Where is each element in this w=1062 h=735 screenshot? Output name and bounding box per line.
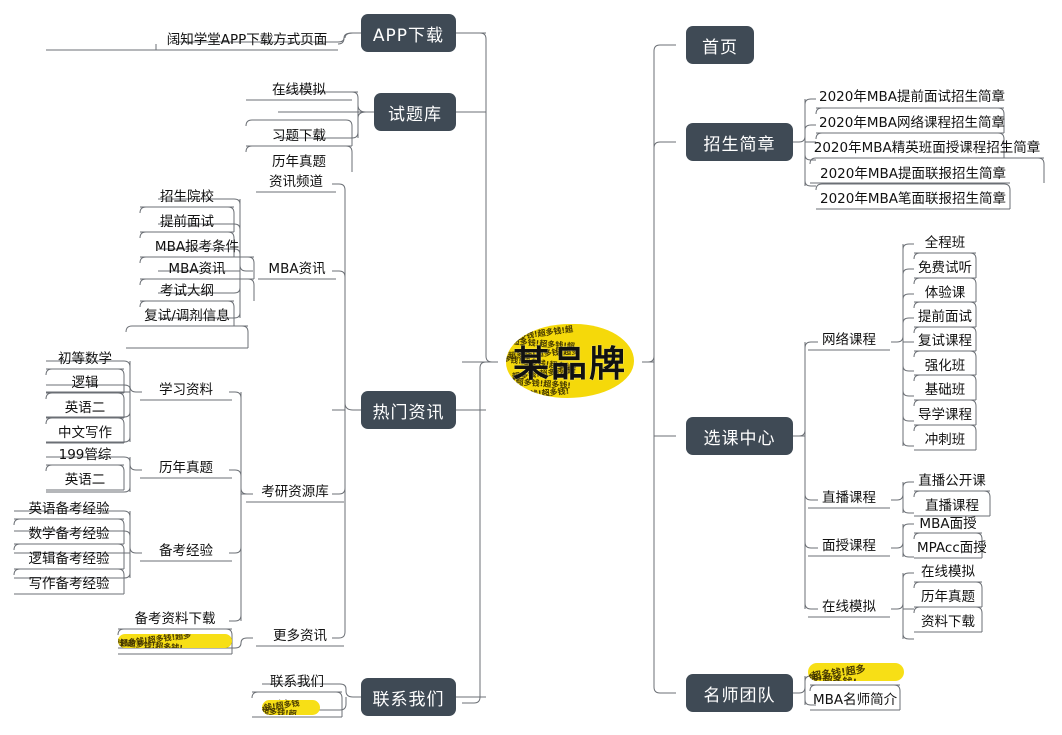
leaf-live-open-class[interactable]: 直播公开课 bbox=[918, 473, 986, 489]
leaf-mba-teacher-intro[interactable]: MBA名师简介 bbox=[813, 692, 898, 708]
leaf-teacher-obscured[interactable]: 超多钱!超多 钱!超多钱! bbox=[808, 663, 904, 681]
leaf-about-us-obscured[interactable]: 钱!超多钱 超多钱!超 bbox=[262, 700, 320, 715]
leaf-guide-joint-pre[interactable]: 2020年MBA提面联报招生简章 bbox=[819, 166, 1006, 182]
branch-news-channel[interactable]: 资讯频道 bbox=[269, 174, 323, 190]
node-home[interactable]: 首页 bbox=[686, 26, 754, 64]
leaf-guide-elite-class[interactable]: 2020年MBA精英班面授课程招生简章 bbox=[813, 140, 1041, 156]
leaf-logic[interactable]: 逻辑 bbox=[71, 375, 99, 391]
center-node[interactable]: 超多钱!超多钱!超 钱!超多钱!超多钱!超 超多钱!超多钱!超多 多钱!超多钱!… bbox=[498, 318, 642, 404]
leaf-exam-syllabus[interactable]: 考试大纲 bbox=[160, 283, 214, 299]
branch-offline-course[interactable]: 面授课程 bbox=[822, 538, 876, 554]
leaf-prep-material-download[interactable]: 备考资料下载 bbox=[134, 611, 216, 627]
branch-more-news[interactable]: 更多资讯 bbox=[273, 628, 327, 644]
leaf-admission-schools[interactable]: 招生院校 bbox=[160, 189, 214, 205]
leaf-guide-online-course[interactable]: 2020年MBA网络课程招生简章 bbox=[819, 115, 1006, 131]
node-label: 名师团队 bbox=[703, 685, 776, 706]
leaf-free-trial[interactable]: 免费试听 bbox=[918, 260, 972, 276]
brand-watermark-blob: 超多钱!超多钱!超 钱!超多钱!超多钱!超 超多钱!超多钱!超多 多钱!超多钱!… bbox=[506, 324, 634, 398]
leaf-chinese-writing[interactable]: 中文写作 bbox=[58, 425, 112, 441]
leaf-mba-offline[interactable]: MBA面授 bbox=[919, 516, 977, 532]
node-admission-guide[interactable]: 招生简章 bbox=[686, 123, 793, 161]
leaf-app-download-page[interactable]: 阔知学堂APP下载方式页面 bbox=[166, 32, 328, 48]
leaf-more-news-obscured[interactable]: 超多钱!超多钱!超多 钱!超多钱!超多钱! bbox=[118, 634, 232, 648]
leaf-math-prep[interactable]: 数学备考经验 bbox=[28, 526, 110, 542]
node-course-center[interactable]: 选课中心 bbox=[686, 417, 793, 455]
node-question-bank[interactable]: 试题库 bbox=[374, 93, 456, 131]
leaf-199-mgmt[interactable]: 199管综 bbox=[58, 447, 112, 463]
node-teacher-team[interactable]: 名师团队 bbox=[686, 674, 793, 712]
leaf-retest-info[interactable]: 复试/调剂信息 bbox=[144, 308, 230, 324]
leaf-logic-prep[interactable]: 逻辑备考经验 bbox=[28, 551, 110, 567]
node-label: APP下载 bbox=[372, 25, 445, 46]
branch-online-sim[interactable]: 在线模拟 bbox=[822, 599, 876, 615]
leaf-full-course[interactable]: 全程班 bbox=[924, 235, 966, 251]
branch-mba-news[interactable]: MBA资讯 bbox=[268, 261, 326, 277]
branch-resource-lib[interactable]: 考研资源库 bbox=[261, 484, 329, 500]
node-label: 选课中心 bbox=[703, 428, 776, 449]
leaf-online-sim[interactable]: 在线模拟 bbox=[272, 82, 326, 98]
node-hot-news[interactable]: 热门资讯 bbox=[361, 391, 456, 429]
leaf-contact-us[interactable]: 联系我们 bbox=[270, 674, 324, 690]
node-label: 试题库 bbox=[388, 104, 442, 125]
leaf-mba-news[interactable]: MBA资讯 bbox=[168, 261, 226, 277]
branch-prep-experience[interactable]: 备考经验 bbox=[159, 543, 213, 559]
leaf-english-two-2[interactable]: 英语二 bbox=[64, 472, 106, 488]
leaf-mba-requirements[interactable]: MBA报考条件 bbox=[154, 239, 240, 255]
leaf-retest-course[interactable]: 复试课程 bbox=[918, 333, 972, 349]
branch-past-papers[interactable]: 历年真题 bbox=[159, 460, 213, 476]
leaf-basic-class[interactable]: 基础班 bbox=[924, 382, 966, 398]
leaf-exercise-download[interactable]: 习题下载 bbox=[272, 128, 326, 144]
leaf-past-papers[interactable]: 历年真题 bbox=[272, 154, 326, 170]
branch-online-course[interactable]: 网络课程 bbox=[822, 332, 876, 348]
node-label: 首页 bbox=[702, 37, 738, 58]
leaf-guide-joint-written[interactable]: 2020年MBA笔面联报招生简章 bbox=[819, 191, 1006, 207]
leaf-experience-class[interactable]: 体验课 bbox=[924, 285, 966, 301]
leaf-material-download[interactable]: 资料下载 bbox=[921, 614, 975, 630]
node-contact-us[interactable]: 联系我们 bbox=[361, 678, 456, 716]
center-label: 某品牌 bbox=[512, 344, 627, 385]
leaf-english-two[interactable]: 英语二 bbox=[64, 400, 106, 416]
node-label: 联系我们 bbox=[372, 689, 445, 710]
node-label: 热门资讯 bbox=[372, 402, 445, 423]
node-app-download[interactable]: APP下载 bbox=[361, 14, 456, 52]
leaf-writing-prep[interactable]: 写作备考经验 bbox=[28, 576, 110, 592]
branch-study-materials[interactable]: 学习资料 bbox=[159, 382, 213, 398]
leaf-intensive-class[interactable]: 强化班 bbox=[924, 358, 966, 374]
leaf-sprint-class[interactable]: 冲刺班 bbox=[924, 432, 966, 448]
leaf-guide-pre-interview[interactable]: 2020年MBA提前面试招生简章 bbox=[819, 89, 1006, 105]
leaf-pre-interview[interactable]: 提前面试 bbox=[160, 214, 214, 230]
branch-live-course[interactable]: 直播课程 bbox=[822, 490, 876, 506]
leaf-online-sim-r[interactable]: 在线模拟 bbox=[921, 564, 975, 580]
node-label: 招生简章 bbox=[703, 134, 776, 155]
leaf-past-papers-r[interactable]: 历年真题 bbox=[921, 589, 975, 605]
leaf-guidance-course[interactable]: 导学课程 bbox=[918, 407, 972, 423]
leaf-english-prep[interactable]: 英语备考经验 bbox=[28, 501, 110, 517]
leaf-elementary-math[interactable]: 初等数学 bbox=[58, 351, 112, 367]
leaf-mpacc-offline[interactable]: MPAcc面授 bbox=[917, 540, 987, 556]
leaf-pre-interview-r[interactable]: 提前面试 bbox=[918, 309, 972, 325]
leaf-live-course[interactable]: 直播课程 bbox=[925, 498, 979, 514]
